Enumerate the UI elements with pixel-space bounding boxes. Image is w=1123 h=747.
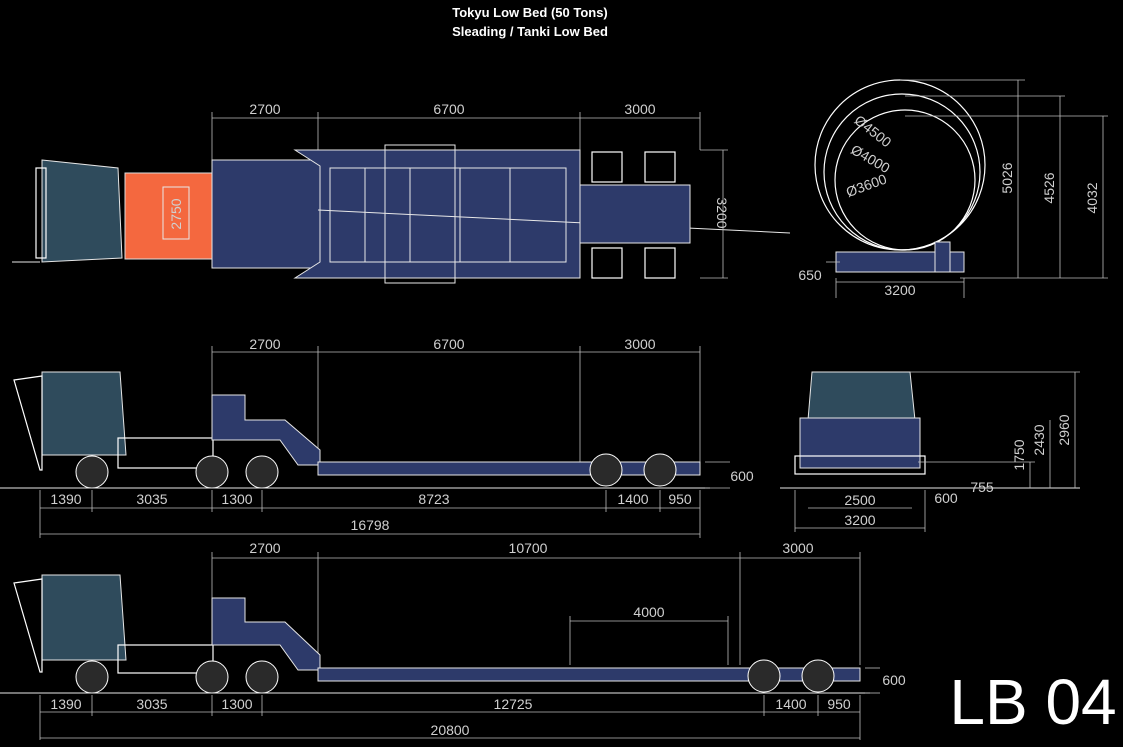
sheet-id: LB 04 bbox=[949, 666, 1116, 738]
side-view-2: 2700 10700 3000 4000 600 1390 3035 1300 … bbox=[0, 540, 906, 740]
plan-wheel bbox=[591, 151, 623, 183]
side2-deck-height: 600 bbox=[882, 672, 906, 688]
rear-wheel-gap: 755 bbox=[970, 479, 994, 495]
cargo-base-height: 650 bbox=[798, 267, 822, 283]
rear-height-3: 2960 bbox=[1056, 414, 1072, 445]
side2-dim-bottom-4: 12725 bbox=[494, 696, 533, 712]
plan-dim-rear: 3000 bbox=[624, 101, 655, 117]
rear-offset: 600 bbox=[934, 490, 958, 506]
side2-gooseneck bbox=[211, 597, 321, 671]
side1-tractor-cab bbox=[41, 371, 127, 456]
side2-mid-dim: 4000 bbox=[633, 604, 664, 620]
plan-gooseneck-width: 2750 bbox=[168, 198, 184, 229]
side1-dim-bottom-6: 950 bbox=[668, 491, 692, 507]
side2-dim-bottom-3: 1300 bbox=[221, 696, 252, 712]
side2-dim-bottom-5: 1400 bbox=[775, 696, 806, 712]
plan-deck-width: 3200 bbox=[714, 197, 730, 228]
rear-view: 1750 2430 2960 2500 600 755 3200 bbox=[780, 371, 1080, 532]
side2-dim-bottom-6: 950 bbox=[827, 696, 851, 712]
side1-wheel bbox=[75, 455, 109, 489]
side1-dim-bottom-5: 1400 bbox=[617, 491, 648, 507]
plan-tractor-cab bbox=[41, 159, 123, 263]
drawing-title-line2: Sleading / Tanki Low Bed bbox=[452, 24, 608, 39]
side2-overall-length: 20800 bbox=[431, 722, 470, 738]
plan-wheel bbox=[644, 247, 676, 279]
side1-dim-bottom-3: 1300 bbox=[221, 491, 252, 507]
cargo-height-2: 4526 bbox=[1041, 172, 1057, 203]
side1-gooseneck bbox=[211, 394, 321, 466]
plan-wheel bbox=[591, 247, 623, 279]
rear-height-2: 2430 bbox=[1031, 424, 1047, 455]
side1-dim-top-2: 6700 bbox=[433, 336, 464, 352]
side2-dim-top-2: 10700 bbox=[509, 540, 548, 556]
side1-dim-bottom-4: 8723 bbox=[418, 491, 449, 507]
side1-overall-length: 16798 bbox=[351, 517, 390, 533]
rear-track: 2500 bbox=[844, 492, 875, 508]
cargo-base-width: 3200 bbox=[884, 282, 915, 298]
side2-wheel bbox=[75, 660, 109, 694]
side2-dim-bottom-2: 3035 bbox=[136, 696, 167, 712]
side1-dim-top-3: 3000 bbox=[624, 336, 655, 352]
cargo-height-1: 5026 bbox=[999, 162, 1015, 193]
side2-dim-top-3: 3000 bbox=[782, 540, 813, 556]
plan-gooseneck-body bbox=[211, 159, 321, 269]
side1-deck bbox=[317, 461, 701, 476]
side1-deck-height: 600 bbox=[730, 468, 754, 484]
plan-view: 2700 6700 3000 2750 3200 Ø4 bbox=[12, 79, 1108, 298]
rear-overall-width: 3200 bbox=[844, 512, 875, 528]
cargo-diameter-3: Ø3600 bbox=[844, 171, 889, 200]
side2-dim-bottom-1: 1390 bbox=[50, 696, 81, 712]
plan-dim-deck: 6700 bbox=[433, 101, 464, 117]
side2-deck bbox=[317, 667, 861, 682]
side1-dim-bottom-1: 1390 bbox=[50, 491, 81, 507]
side-view-1: 2700 6700 3000 600 1390 3035 1300 8723 bbox=[0, 336, 754, 538]
drawing-title-line1: Tokyu Low Bed (50 Tons) bbox=[452, 5, 608, 20]
rear-tractor-cab bbox=[807, 371, 916, 421]
side2-tractor-cab bbox=[41, 574, 127, 661]
rear-height-1: 1750 bbox=[1011, 439, 1027, 470]
plan-wheel bbox=[644, 151, 676, 183]
cargo-height-3: 4032 bbox=[1084, 182, 1100, 213]
side2-dim-top-1: 2700 bbox=[249, 540, 280, 556]
side1-dim-top-1: 2700 bbox=[249, 336, 280, 352]
plan-dim-gooseneck: 2700 bbox=[249, 101, 280, 117]
side1-dim-bottom-2: 3035 bbox=[136, 491, 167, 507]
